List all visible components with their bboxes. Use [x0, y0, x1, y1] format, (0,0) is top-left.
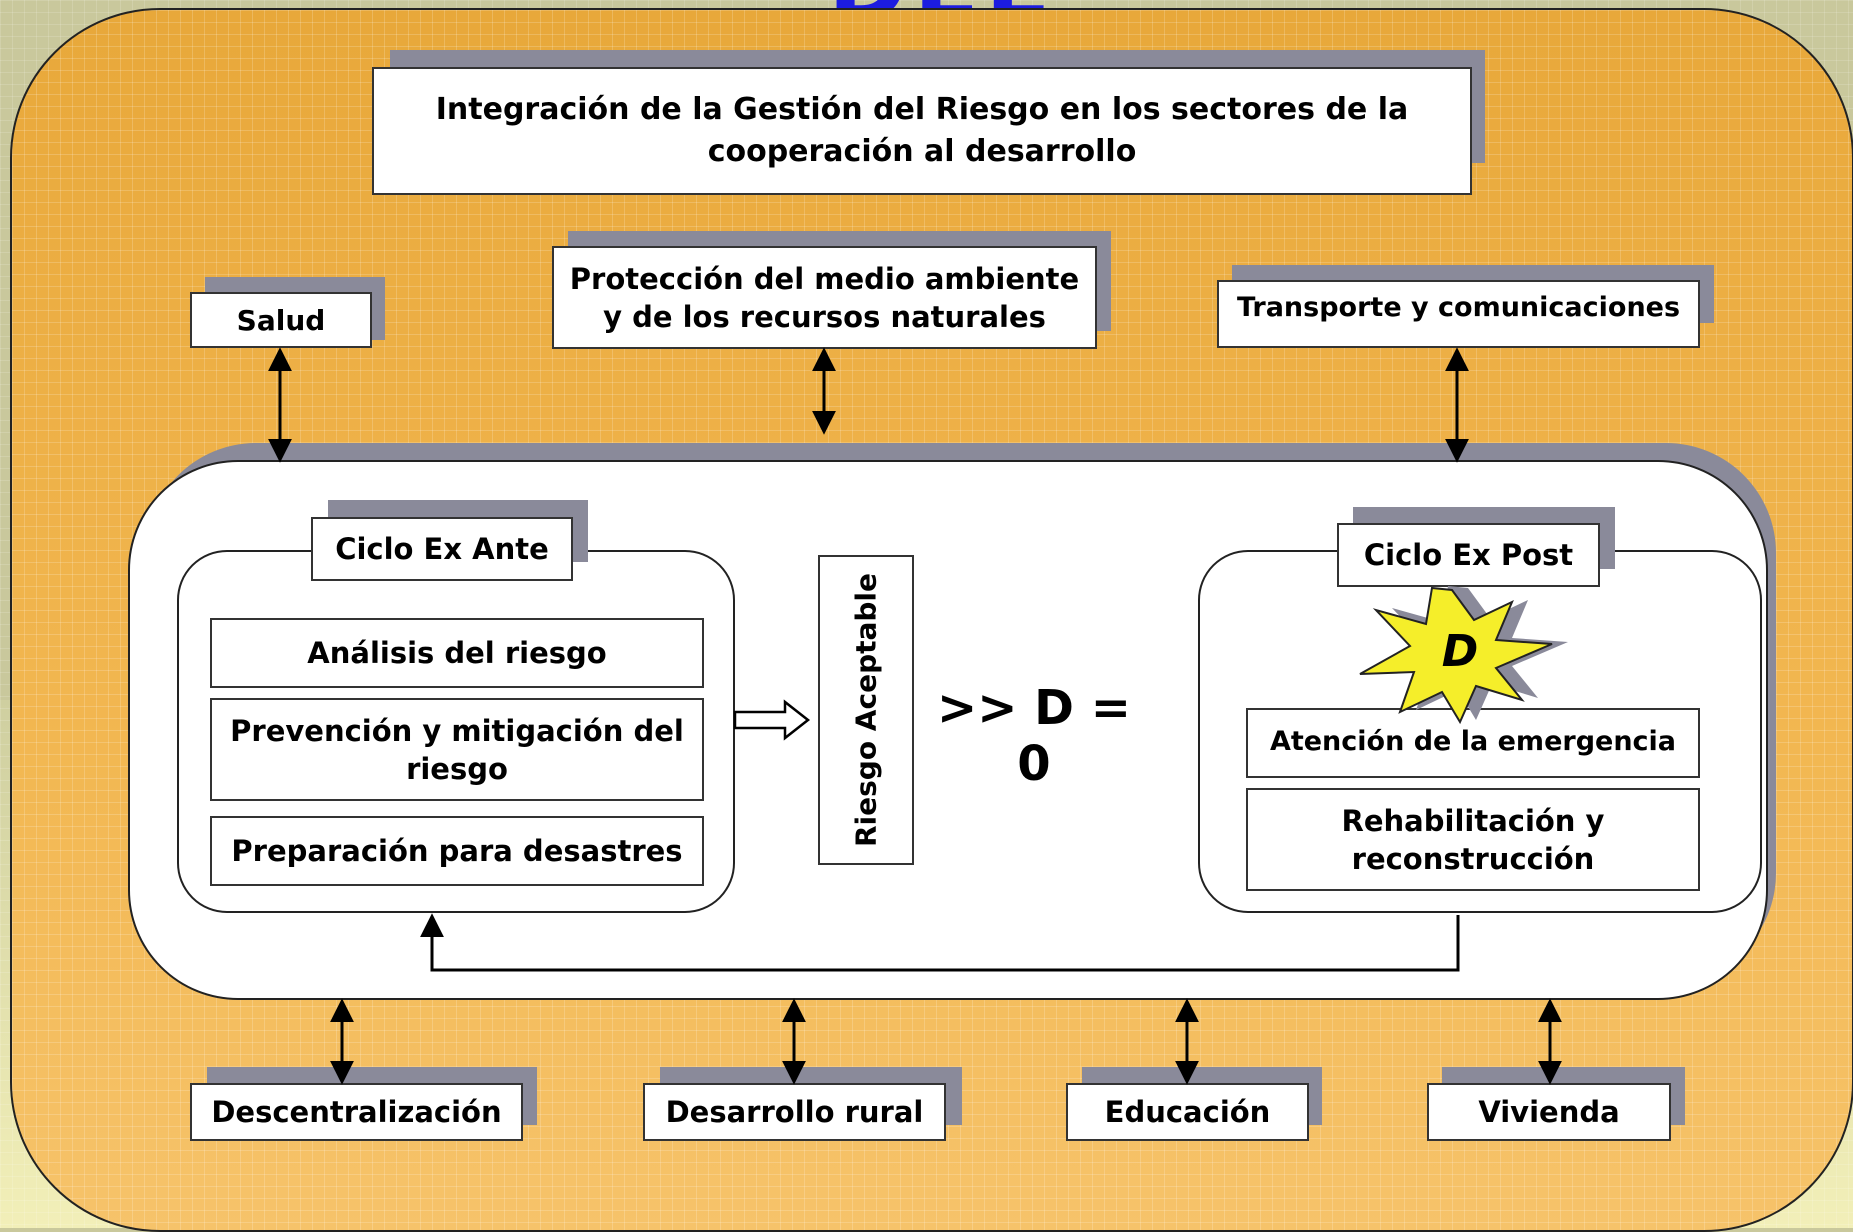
sector-proteccion: Protección del medio ambiente y de los r…	[552, 246, 1097, 349]
header-line2: cooperación al desarrollo	[707, 134, 1137, 169]
burst-label: D	[1442, 626, 1479, 677]
sector-educacion: Educación	[1066, 1083, 1309, 1141]
ex-post-title-label: Ciclo Ex Post	[1363, 538, 1574, 572]
ex-post-item-atencion-label: Atención de la emergencia	[1269, 725, 1677, 757]
sector-transporte: Transporte y comunicaciones	[1217, 280, 1700, 348]
ex-ante-title-label: Ciclo Ex Ante	[335, 532, 549, 566]
sector-desarrollo-rural-label: Desarrollo rural	[665, 1095, 924, 1129]
ex-ante-item-prevencion-line2: riesgo	[406, 751, 508, 786]
burst-icon	[1359, 586, 1553, 725]
header-line1: Integración de la Gestión del Riesgo en …	[435, 92, 1409, 127]
sector-salud-label: Salud	[236, 303, 326, 337]
ex-ante-item-prevencion: Prevención y mitigación del riesgo	[210, 698, 704, 801]
sector-transporte-label: Transporte y comunicaciones	[1236, 291, 1681, 323]
equation-label: >> D = 0	[937, 680, 1131, 792]
ex-post-item-rehabilitacion-line1: Rehabilitación y	[1341, 803, 1605, 838]
ex-post-item-atencion: Atención de la emergencia	[1246, 708, 1700, 778]
header-box: Integración de la Gestión del Riesgo en …	[372, 67, 1472, 195]
ex-ante-item-analisis: Análisis del riesgo	[210, 618, 704, 688]
sector-educacion-label: Educación	[1104, 1095, 1271, 1129]
ex-ante-title: Ciclo Ex Ante	[311, 517, 573, 581]
ex-post-item-rehabilitacion-line2: reconstrucción	[1351, 841, 1595, 876]
ex-post-item-rehabilitacion: Rehabilitación y reconstrucción	[1246, 788, 1700, 891]
sector-vivienda: Vivienda	[1427, 1083, 1671, 1141]
sector-descentralizacion: Descentralización	[190, 1083, 523, 1141]
ex-ante-item-analisis-label: Análisis del riesgo	[307, 636, 607, 670]
ex-ante-item-prevencion-line1: Prevención y mitigación del	[230, 713, 684, 748]
riesgo-aceptable-box: Riesgo Aceptable	[818, 555, 914, 865]
hollow-arrow	[733, 699, 811, 741]
feedback-loop-line	[420, 913, 1460, 972]
sector-vivienda-label: Vivienda	[1478, 1095, 1620, 1129]
ex-ante-item-preparacion-label: Preparación para desastres	[231, 834, 683, 868]
sector-descentralizacion-label: Descentralización	[211, 1095, 502, 1129]
sector-proteccion-line1: Protección del medio ambiente	[569, 261, 1080, 296]
sector-proteccion-line2: y de los recursos naturales	[603, 299, 1046, 334]
ex-ante-item-preparacion: Preparación para desastres	[210, 816, 704, 886]
ex-post-title: Ciclo Ex Post	[1337, 523, 1600, 587]
sector-salud: Salud	[190, 292, 372, 348]
